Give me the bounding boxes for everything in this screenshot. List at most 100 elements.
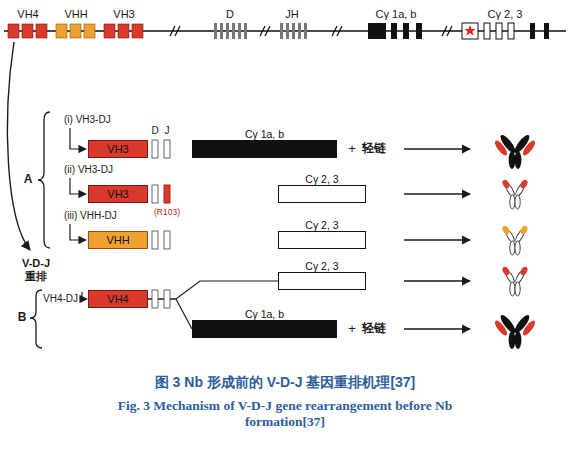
dj-segments bbox=[164, 140, 170, 158]
segment-label: VH4 bbox=[17, 8, 38, 21]
process-label: V-D-J 重排 bbox=[15, 257, 57, 282]
vhh-segment-box: VHH bbox=[88, 231, 148, 249]
c-gamma-2-segments bbox=[484, 23, 490, 39]
caption-english: Fig. 3 Mechanism of V-D-J gene rearrange… bbox=[90, 398, 480, 429]
segment-label: Cγ 1a, b bbox=[376, 8, 417, 21]
hcab-icon bbox=[501, 266, 511, 277]
group-letter: A bbox=[24, 173, 33, 187]
expression-arrows bbox=[404, 280, 470, 281]
jh-segments bbox=[280, 23, 283, 39]
brace-a bbox=[38, 112, 50, 248]
break-marks bbox=[170, 26, 452, 36]
row-label: VH4-DJ bbox=[43, 293, 78, 305]
jh-segments bbox=[298, 23, 301, 39]
segment-label: D bbox=[151, 125, 158, 137]
row-arrows bbox=[70, 178, 86, 194]
row-label: (ii) VH3-DJ bbox=[64, 164, 113, 176]
light-chain-label: 轻链 bbox=[362, 142, 386, 156]
vh4-segments bbox=[8, 24, 47, 38]
segment-heading: Cγ 2, 3 bbox=[305, 220, 338, 231]
figure-caption: 图 3 Nb 形成前的 V-D-J 基因重排机理[37] bbox=[35, 374, 535, 392]
c-gamma-extra-segments bbox=[530, 23, 535, 39]
dj-segments bbox=[152, 140, 158, 158]
vh3-segments bbox=[104, 24, 143, 38]
c-gamma-extra-segments bbox=[530, 23, 549, 39]
brace-b bbox=[30, 290, 42, 348]
c-gamma1-box: Cγ 1a, b bbox=[192, 140, 337, 158]
dj-segments bbox=[152, 231, 158, 249]
row-label: (iii) VHH-DJ bbox=[64, 210, 117, 222]
hcab-vhh-icon bbox=[519, 225, 529, 236]
segment-heading: Cγ 2, 3 bbox=[305, 174, 338, 185]
hcab-vhh-icon bbox=[501, 225, 511, 236]
expression-arrows bbox=[404, 193, 470, 194]
dj-segments bbox=[152, 140, 170, 308]
c-gamma-2-segments bbox=[496, 23, 502, 39]
c-gamma-2-segments bbox=[508, 23, 514, 39]
segment-label: D bbox=[226, 8, 234, 21]
c-gamma-1-segments bbox=[416, 23, 422, 39]
plus-sign: + bbox=[348, 322, 356, 337]
segment-label: VH3 bbox=[113, 8, 134, 21]
vhh-segments bbox=[84, 24, 95, 38]
jh-segments bbox=[292, 23, 295, 39]
c-gamma-2-segments bbox=[462, 23, 478, 39]
vh3-segments bbox=[132, 24, 143, 38]
vhh-segments bbox=[56, 24, 95, 38]
mutation-label: (R103) bbox=[154, 208, 180, 218]
vh3-segments bbox=[104, 24, 115, 38]
hcab-icon bbox=[501, 179, 529, 209]
c-gamma2-box: Cγ 2, 3 bbox=[278, 272, 366, 290]
vhh-segments bbox=[70, 24, 81, 38]
c-gamma2-box: Cγ 2, 3 bbox=[278, 231, 366, 249]
segment-label: J bbox=[165, 125, 170, 137]
dj-segments bbox=[164, 290, 170, 308]
c-gamma1-box: Cγ 1a, b bbox=[192, 320, 337, 338]
vh4-segments bbox=[8, 24, 19, 38]
break-marks bbox=[442, 26, 447, 36]
vh4-segments bbox=[36, 24, 47, 38]
segment-heading: Cγ 2, 3 bbox=[305, 261, 338, 272]
vh3-segments bbox=[118, 24, 129, 38]
c-gamma-extra-segments bbox=[544, 23, 549, 39]
d-segments bbox=[238, 23, 241, 39]
d-segments bbox=[244, 23, 247, 39]
vh3-segment-box: VH3 bbox=[88, 185, 148, 203]
c-gamma-2-segments bbox=[462, 23, 514, 39]
c-gamma-1-segments bbox=[368, 23, 386, 39]
break-marks bbox=[175, 26, 180, 36]
segment-name: VHH bbox=[106, 235, 129, 246]
segment-label: Cγ 2, 3 bbox=[488, 8, 523, 21]
expression-arrows bbox=[404, 328, 470, 329]
group-letter: B bbox=[18, 311, 27, 325]
c-gamma-1-segments bbox=[403, 23, 409, 39]
d-segments bbox=[220, 23, 223, 39]
row-label: (i) VH3-DJ bbox=[64, 114, 111, 126]
antibody-icons bbox=[493, 133, 537, 349]
hcab-vhh-icon bbox=[501, 225, 529, 255]
break-marks bbox=[260, 26, 265, 36]
d-segments bbox=[214, 23, 217, 39]
vh3-segment-box: VH3 bbox=[88, 140, 148, 158]
d-segments bbox=[232, 23, 235, 39]
c-gamma-1-segments bbox=[368, 23, 422, 39]
expression-arrows bbox=[404, 239, 470, 240]
germline-locus bbox=[4, 23, 566, 39]
conventional-igg-icon bbox=[493, 313, 537, 349]
row-arrows bbox=[70, 224, 86, 240]
break-marks bbox=[337, 26, 342, 36]
rearrangement-arrow bbox=[7, 42, 30, 250]
conventional-igg-icon bbox=[493, 133, 537, 169]
dj-segments bbox=[152, 185, 158, 203]
mutation-star bbox=[465, 25, 476, 35]
d-segments bbox=[226, 23, 229, 39]
hcab-icon bbox=[519, 179, 529, 190]
segment-name: VH3 bbox=[107, 144, 128, 155]
vh4-segments bbox=[22, 24, 33, 38]
plus-sign: + bbox=[348, 142, 356, 157]
dj-segments bbox=[164, 231, 170, 249]
jh-segments bbox=[304, 23, 307, 39]
row-arrows bbox=[70, 128, 86, 149]
d-segments bbox=[214, 23, 247, 39]
